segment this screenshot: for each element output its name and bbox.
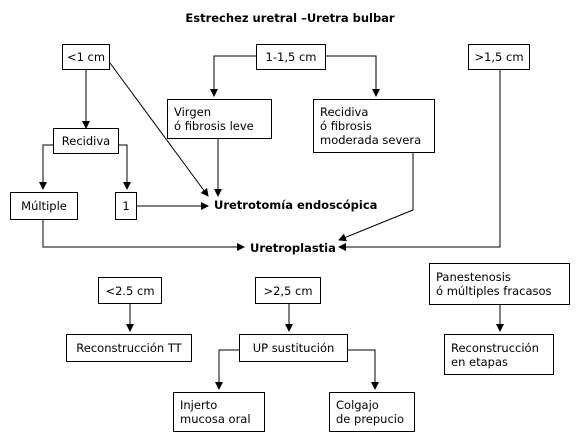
node-label-line: Panestenosis — [436, 270, 511, 284]
node-label-line: moderada severa — [320, 133, 422, 147]
node-greater-than-1-5cm: >1,5 cm — [468, 44, 530, 70]
conn-upsust-colgajo — [348, 349, 379, 390]
node-recidiva: Recidiva — [53, 128, 119, 154]
outcome-uretroplastia: Uretroplastia — [250, 241, 336, 255]
node-label-line: Colgajo — [336, 398, 379, 412]
node-label-line: ó fibrosis leve — [174, 119, 254, 133]
node-greater-than-2-5cm: >2,5 cm — [255, 277, 321, 304]
node-1-to-1-5cm: 1-1,5 cm — [256, 44, 326, 70]
node-label-line: Virgen — [174, 105, 211, 119]
node-label-line: Reconstrucción — [451, 340, 539, 355]
node-label-line: 1-1,5 cm — [265, 50, 317, 64]
outcome-uretrotomia-endoscopica: Uretrotomía endoscópica — [214, 198, 378, 212]
node-label-line: UP sustitución — [252, 341, 335, 355]
conn-multiple-uretroplastia — [42, 220, 245, 251]
node-label-line: Recidiva — [320, 105, 369, 119]
conn-recidiva-fm-uretroplastia — [338, 153, 414, 242]
conn-lt1-uretrotomia — [109, 62, 209, 197]
node-less-than-2-5cm: <2.5 cm — [98, 277, 162, 304]
node-less-than-1cm: <1 cm — [62, 44, 110, 70]
node-label-line: de prepucio — [336, 412, 405, 426]
node-label-line: ó múltiples fracasos — [436, 284, 552, 298]
node-label-line: Recidiva — [61, 134, 111, 148]
node-label-line: <1 cm — [66, 50, 106, 64]
conn-r1-split-right — [326, 55, 380, 97]
node-multiple: Múltiple — [10, 192, 78, 220]
node-label-line: Injerto — [180, 398, 218, 412]
node-label-line: <2.5 cm — [105, 283, 155, 298]
conn-recidiva-multiple — [39, 144, 53, 190]
node-label-line: 1 — [122, 199, 130, 213]
conn-r1-split — [210, 55, 256, 97]
node-label-line: >1,5 cm — [474, 50, 524, 64]
node-up-sustitucion: UP sustitución — [239, 334, 348, 362]
conn-gt15-uretroplastia — [338, 70, 501, 251]
node-label-line: >2,5 cm — [263, 283, 313, 298]
conn-upsust-injerto — [215, 349, 239, 390]
node-one: 1 — [115, 192, 137, 220]
node-label-line: Reconstrucción TT — [76, 341, 182, 355]
node-label-line: mucosa oral — [180, 412, 251, 426]
node-label-line: en etapas — [451, 354, 508, 369]
node-reconstruccion-tt: Reconstrucción TT — [66, 334, 192, 362]
conn-recidiva-one — [119, 144, 131, 190]
diagram-title: Estrechez uretral –Uretra bulbar — [185, 11, 395, 25]
node-label-line: ó fibrosis — [320, 119, 372, 133]
node-label-line: Múltiple — [21, 199, 67, 213]
